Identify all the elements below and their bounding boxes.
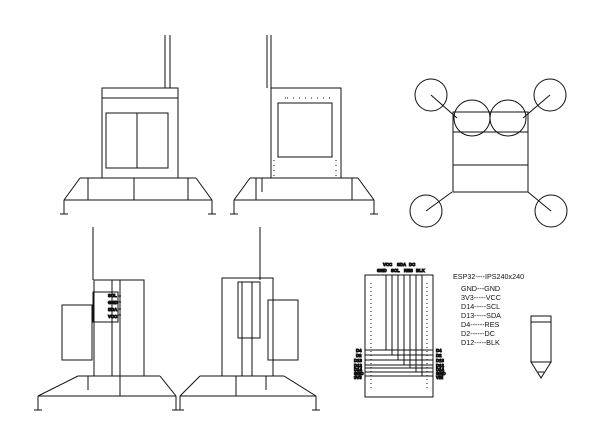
esp-right-pin-d13: D13 [436,358,444,363]
esp-left-pin-d13: D13 [354,358,362,363]
esp-left-pin-d12: D12 [354,363,362,368]
display-pin-dc: DC [409,262,415,267]
wiring-row: D14-----SCL [461,302,500,311]
esp-right-pin-vin: VIN [436,375,443,380]
display-pin-res: RES [404,268,413,273]
side-view-left: SCL GND SDA VCC [34,227,180,411]
top-plan-view [409,78,568,228]
display-pin-sda: SDA [397,262,406,267]
wiring-row: 3V3-----VCC [461,293,501,302]
display-pin-vcc: VCC [383,262,392,267]
esp-left-pin-3v3: 3V3 [354,375,362,380]
display-pin-gnd: GND [377,268,387,273]
side-label-gnd: GND [108,300,118,305]
esp-left-pin-d4: D4 [356,348,362,353]
pencil-icon [530,315,552,379]
wiring-schematic: VCC SDA DC GND SCL RES BLK D4 D2 D13 D12… [354,262,446,398]
display-pin-blk: BLK [416,268,426,273]
wiring-row: D2------DC [461,329,495,338]
esp-right-pin-d14: D14 [436,367,444,372]
front-view-right [230,35,378,215]
wiring-row: D12-----BLK [461,338,500,347]
esp-right-pin-d2: D2 [436,353,442,358]
side-label-vcc: VCC [108,314,117,319]
wiring-table-header: ESP32----IPS240x240 [453,272,524,281]
esp-right-pin-d4: D4 [436,348,442,353]
wiring-row: D4------RES [461,320,500,329]
esp-left-pin-gnd: GND [354,371,364,376]
side-label-sda: SDA [108,307,117,312]
esp-left-pin-d14: D14 [354,367,362,372]
front-view-left [60,35,216,215]
wiring-row: D13-----SDA [461,311,501,320]
display-pin-scl: SCL [391,268,400,273]
wiring-table: ESP32----IPS240x240 GND---GND 3V3-----VC… [453,272,524,347]
esp-right-pin-d12: D12 [436,363,444,368]
esp-right-pin-gnd: GND [436,371,446,376]
side-view-right [176,227,320,411]
wiring-row: GND---GND [461,284,500,293]
side-label-scl: SCL [108,293,117,298]
esp-left-pin-d2: D2 [356,353,362,358]
